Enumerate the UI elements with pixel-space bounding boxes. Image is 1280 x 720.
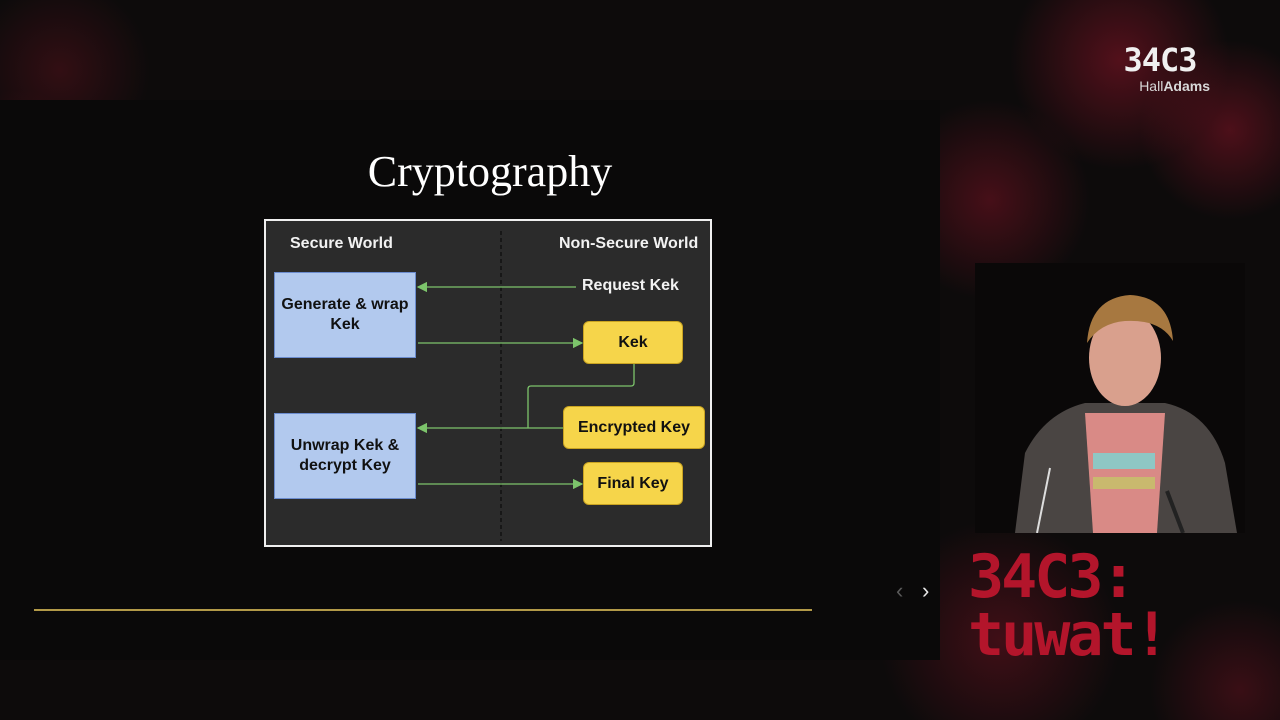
event-logo-top: 34C3 HallAdams (1110, 42, 1210, 94)
crypto-diagram: Secure World Non-Secure World Generate &… (264, 219, 712, 547)
diagram-connectors (416, 231, 635, 541)
unwrap-kek-box: Unwrap Kek & decrypt Key (274, 413, 416, 499)
speaker-video (975, 263, 1245, 533)
encrypted-key-box: Encrypted Key (563, 406, 705, 449)
hall-label: HallAdams (1110, 78, 1210, 94)
final-key-box: Final Key (583, 462, 683, 505)
slide-title: Cryptography (367, 147, 613, 196)
speaker-silhouette (975, 263, 1245, 533)
non-secure-world-label: Non-Secure World (559, 235, 699, 252)
logo-line-2: tuwat! (968, 600, 1170, 670)
event-logo-bottom: 34C3: tuwat! (968, 542, 1178, 670)
request-kek-label: Request Kek (582, 277, 679, 294)
slide-progress-bar (34, 609, 812, 611)
hall-name: Adams (1163, 78, 1210, 94)
secure-world-label: Secure World (290, 235, 393, 252)
chevron-left-icon[interactable]: ‹ (896, 578, 904, 603)
kek-box: Kek (583, 321, 683, 364)
logo-line-1: 34C3: (968, 542, 1137, 612)
hall-prefix: Hall (1139, 78, 1164, 94)
generate-wrap-kek-box: Generate & wrap Kek (274, 272, 416, 358)
logo-34c3-mark: 34C3 (1123, 41, 1197, 79)
chevron-right-icon[interactable]: › (922, 578, 930, 603)
connector-kek-to-unwrap (527, 364, 635, 428)
